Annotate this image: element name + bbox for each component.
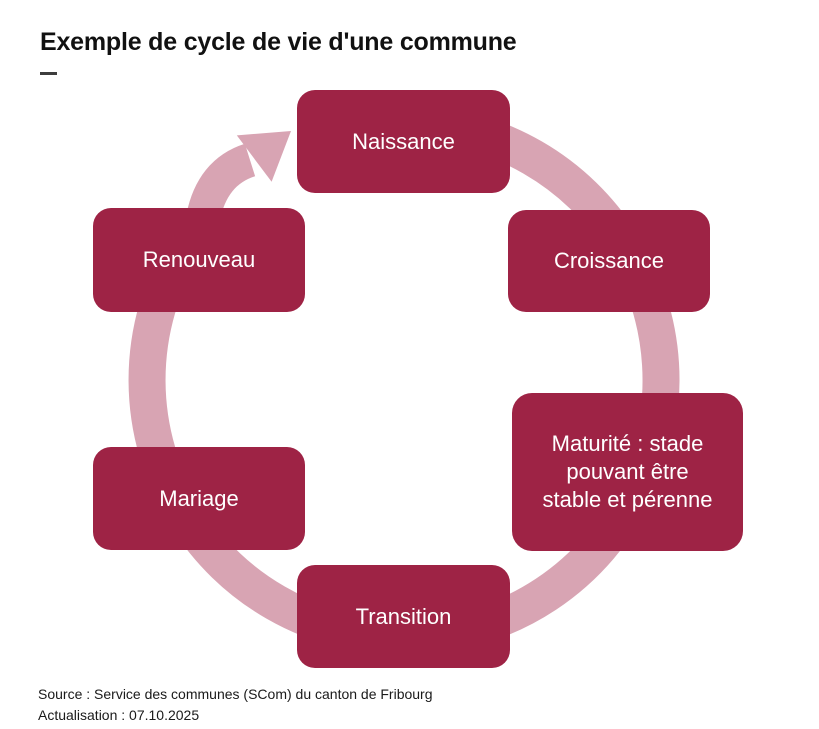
cycle-node-maturite: Maturité : stade pouvant être stable et … (512, 393, 743, 551)
cycle-node-transition: Transition (297, 565, 510, 668)
cycle-node-croissance: Croissance (508, 210, 710, 312)
node-label: Renouveau (142, 247, 256, 272)
footer-source-text: Source : Service des communes (SCom) du … (38, 686, 433, 702)
cycle-node-mariage: Mariage (93, 447, 305, 550)
cycle-arrow-head-icon (236, 131, 291, 182)
page-title: Exemple de cycle de vie d'une commune (40, 28, 517, 56)
node-label: Transition (355, 603, 452, 629)
title-underline-dash (40, 72, 57, 75)
footer: Source : Service des communes (SCom) du … (38, 684, 433, 726)
node-label: Mariage (159, 485, 239, 511)
cycle-node-renouveau: Renouveau (93, 208, 305, 312)
node-label: Croissance (553, 248, 665, 273)
node-label: Maturité : stade pouvant être stable et … (542, 431, 713, 512)
node-label: Naissance (352, 128, 455, 154)
footer-updated-text: Actualisation : 07.10.2025 (38, 707, 200, 723)
connector-arcs (128, 104, 680, 656)
cycle-node-naissance: Naissance (297, 90, 510, 193)
